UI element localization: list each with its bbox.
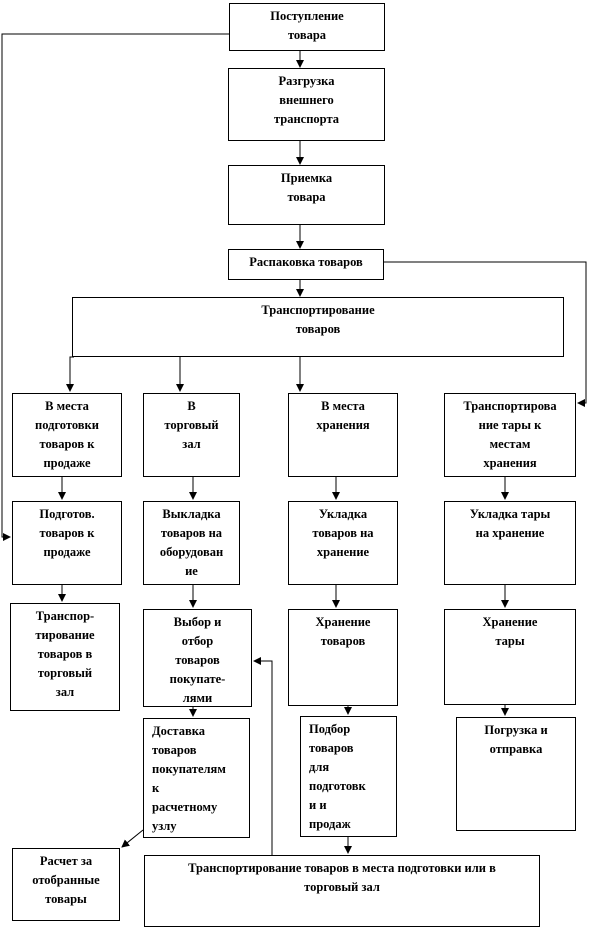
box-delivery: Доставка товаров покупателям к расчетном… — [143, 718, 250, 838]
arrow-receipt-prep — [1, 33, 229, 541]
box-unloading: Разгрузка внешнего транспорта — [228, 68, 385, 141]
box-display: Выкладка товаров на оборудован ие — [143, 501, 240, 585]
box-container-stacking: Укладка тары на хранение — [444, 501, 576, 585]
box-to-storage: В места хранения — [288, 393, 398, 477]
arrow-delivery-payment — [121, 829, 144, 848]
box-final-transport: Транспортирование товаров в места подгот… — [144, 855, 540, 927]
box-container-transport: Транспортирова ние тары к местам хранени… — [444, 393, 576, 477]
box-floor-transport: Транспор- тирование товаров в торговый з… — [10, 603, 120, 711]
box-stacking: Укладка товаров на хранение — [288, 501, 398, 585]
box-selection: Выбор и отбор товаров покупате- лями — [143, 609, 252, 707]
arrow-final-transport-selection — [253, 657, 273, 855]
box-receipt: Поступление товара — [229, 3, 385, 51]
box-container-storage: Хранение тары — [444, 609, 576, 705]
box-picking: Подбор товаров для подготовк и и продаж — [300, 716, 397, 837]
box-acceptance: Приемка товара — [228, 165, 385, 225]
box-payment: Расчет за отобранные товары — [12, 848, 120, 921]
box-loading: Погрузка и отправка — [456, 717, 576, 831]
box-unpacking: Распаковка товаров — [228, 249, 384, 280]
box-to-prep: В места подготовки товаров к продаже — [12, 393, 122, 477]
box-transport: Транспортирование товаров — [72, 297, 564, 357]
arrow-transport-to-prep — [66, 356, 74, 392]
box-to-floor: В торговый зал — [143, 393, 240, 477]
box-storage: Хранение товаров — [288, 609, 398, 706]
arrow-unpacking-container-transport — [384, 261, 587, 407]
box-prep: Подготов. товаров к продаже — [12, 501, 122, 585]
